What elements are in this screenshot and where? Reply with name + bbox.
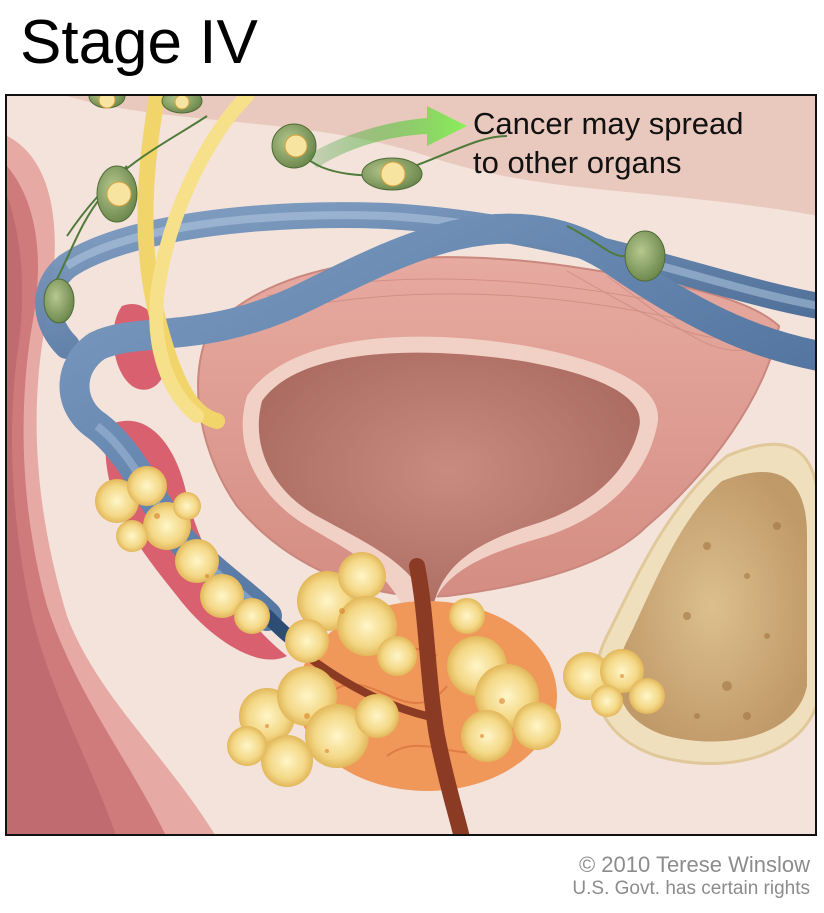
callout-line-2: to other organs <box>473 145 682 180</box>
page-title: Stage IV <box>20 8 258 77</box>
tumor-cluster-bone <box>563 649 665 717</box>
spread-callout: Cancer may spread to other organs <box>473 104 744 182</box>
lymph-node <box>624 230 666 282</box>
pubic-bone-marrow <box>617 472 807 742</box>
lymph-node <box>43 278 75 324</box>
credit-line-2: U.S. Govt. has certain rights <box>572 878 810 899</box>
urethra <box>409 558 470 834</box>
lymph-nodes <box>43 96 666 324</box>
anatomy-illustration: Cancer may spread to other organs <box>5 94 817 836</box>
tumor-speckles <box>154 513 624 753</box>
anatomy-svg <box>7 96 815 834</box>
copyright-credit: © 2010 Terese Winslow U.S. Govt. has cer… <box>572 852 810 900</box>
tumor-cluster-prostate-lower <box>227 666 399 787</box>
rectum-lumen <box>7 196 116 834</box>
ureter-2 <box>149 96 254 423</box>
tumor-clusters <box>95 466 665 787</box>
node-tumor-spots <box>98 96 406 207</box>
callout-line-1: Cancer may spread <box>473 106 744 141</box>
bladder-lumen <box>258 352 640 616</box>
tumor-cluster-prostate-left <box>285 552 417 676</box>
tumor-cluster-prostate-right <box>447 598 561 762</box>
spread-arrow-icon <box>307 106 467 168</box>
ejaculatory-duct <box>303 652 431 720</box>
credit-line-1: © 2010 Terese Winslow <box>578 852 810 877</box>
